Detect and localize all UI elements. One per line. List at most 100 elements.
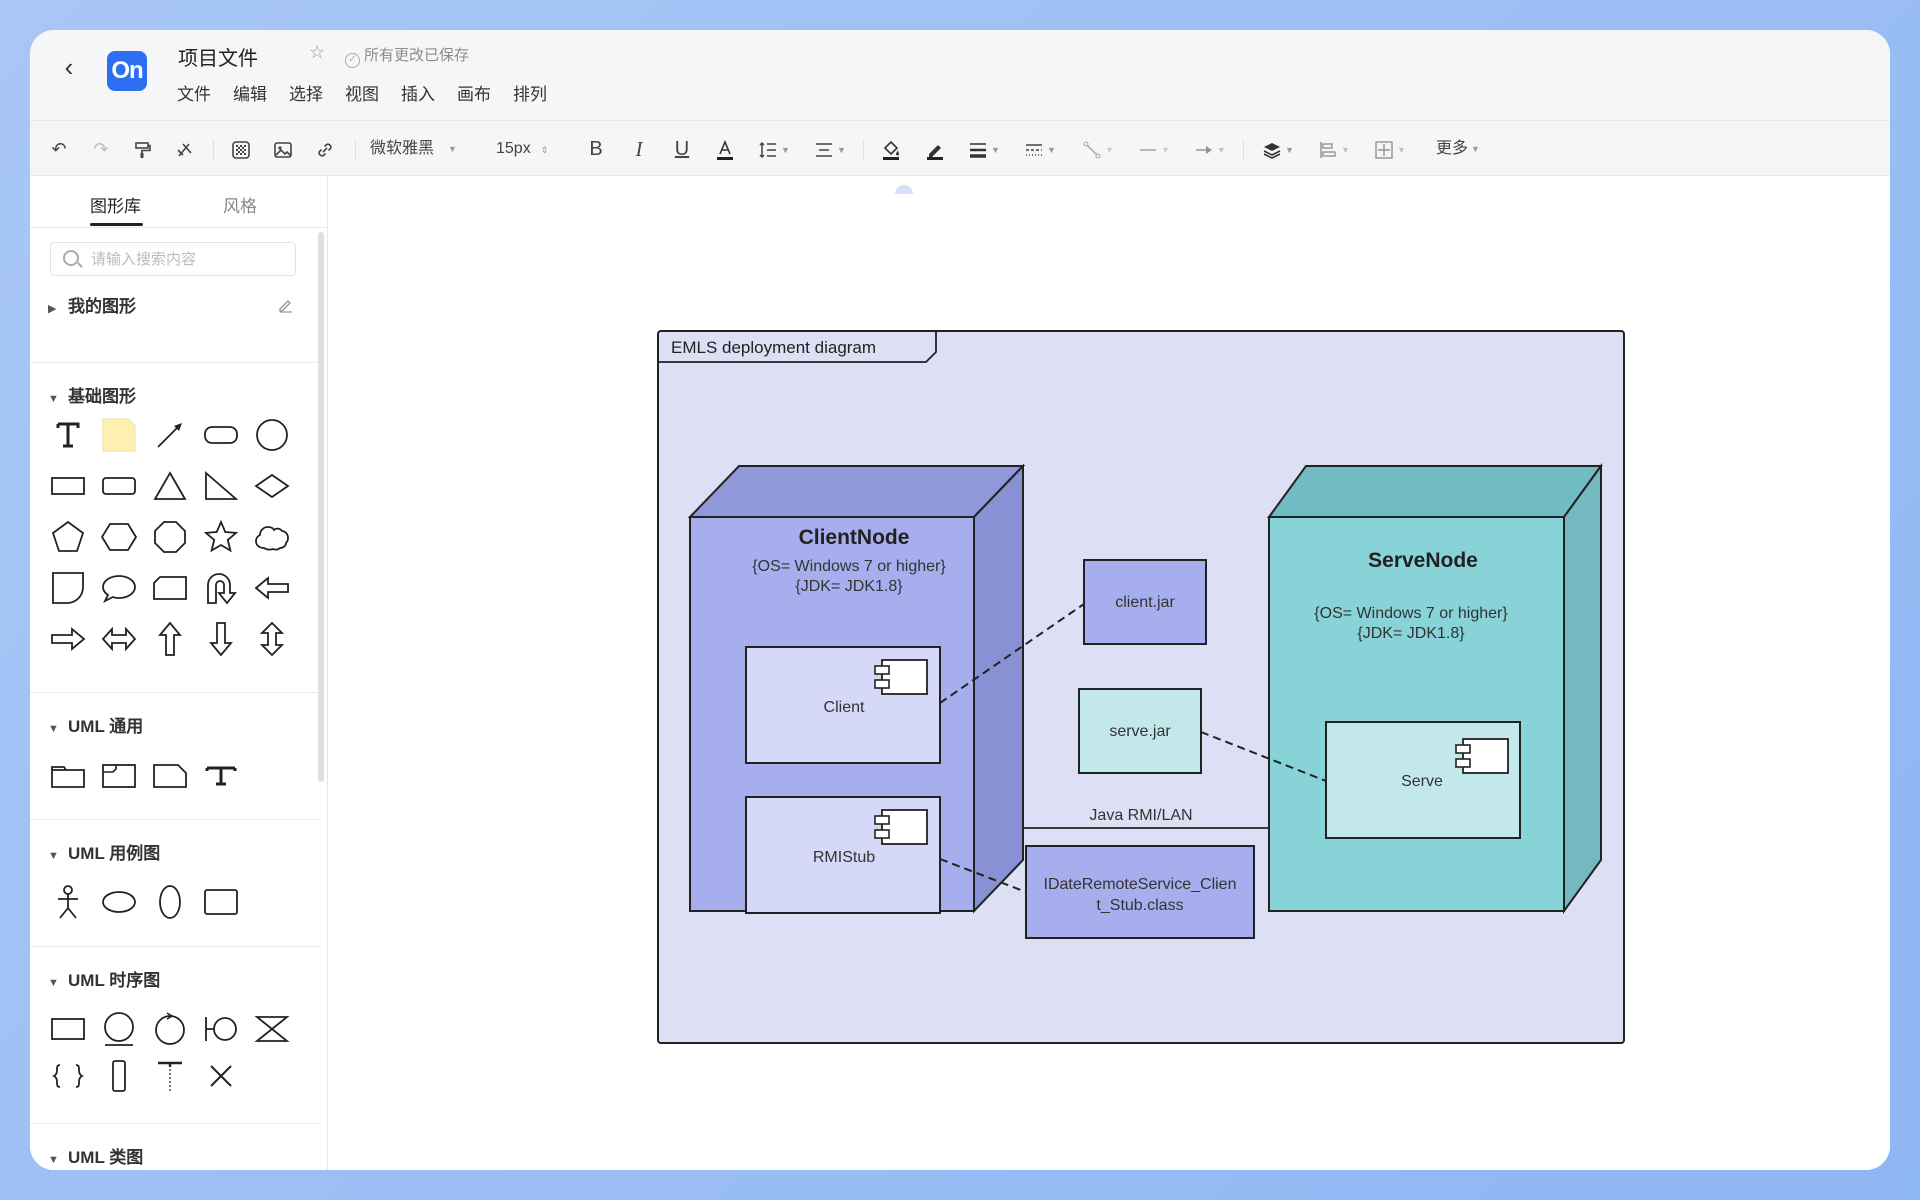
right-arrow-icon[interactable] [48, 619, 88, 659]
frame-icon[interactable] [99, 755, 139, 795]
format-painter-icon[interactable] [128, 121, 158, 177]
section-uml-class[interactable]: ▼UML 类图 [48, 1143, 143, 1168]
object-icon[interactable] [48, 1009, 88, 1049]
menu-file[interactable]: 文件 [177, 85, 211, 104]
line-start-select[interactable]: ▼ [1132, 121, 1176, 177]
layers-select[interactable]: ▼ [1256, 121, 1300, 177]
cloud-icon[interactable] [252, 517, 292, 557]
document-title[interactable]: 项目文件 [178, 48, 258, 70]
control-icon[interactable] [150, 1009, 190, 1049]
edit-icon[interactable] [276, 296, 296, 316]
up-arrow-icon[interactable] [150, 619, 190, 659]
arrow-line-icon[interactable] [150, 415, 190, 455]
font-family-select[interactable]: 微软雅黑▼ [370, 121, 470, 177]
ellipse-vertical-icon[interactable] [150, 882, 190, 922]
rect-rounded-icon[interactable] [99, 466, 139, 506]
system-boundary-icon[interactable] [201, 882, 241, 922]
undo-icon[interactable]: ↶ [51, 139, 67, 159]
fill-color-icon[interactable] [876, 121, 906, 177]
destroy-icon[interactable] [252, 1009, 292, 1049]
pentagon-icon[interactable] [48, 517, 88, 557]
tab-style[interactable]: 风格 [223, 197, 257, 216]
distribute-select[interactable]: ▼ [1368, 121, 1412, 177]
up-down-arrow-icon[interactable] [252, 619, 292, 659]
client-component[interactable] [745, 646, 941, 764]
rmistub-dependency[interactable] [939, 858, 1027, 893]
rounded-rect-icon[interactable] [201, 415, 241, 455]
client-jar-artifact[interactable] [1083, 559, 1207, 645]
octagon-icon[interactable] [150, 517, 190, 557]
u-turn-arrow-icon[interactable] [201, 568, 241, 608]
align-select[interactable]: ▼ [808, 121, 852, 177]
uml-text-icon[interactable] [201, 755, 241, 795]
line-end-select[interactable]: ▼ [1188, 121, 1232, 177]
actor-icon[interactable] [48, 882, 88, 922]
menu-arrange[interactable]: 排列 [513, 85, 547, 104]
bold-icon[interactable]: B [589, 138, 603, 160]
align-objects-select[interactable]: ▼ [1312, 121, 1356, 177]
card-icon[interactable] [150, 568, 190, 608]
use-case-icon[interactable] [99, 882, 139, 922]
section-uml-usecase[interactable]: ▼UML 用例图 [48, 839, 160, 864]
sidebar-scrollbar[interactable] [318, 232, 324, 782]
note-icon[interactable] [99, 415, 139, 455]
line-width-select[interactable]: ▼ [962, 121, 1006, 177]
menu-canvas[interactable]: 画布 [457, 85, 491, 104]
serve-dependency[interactable] [1200, 731, 1327, 782]
section-basic-shapes[interactable]: ▼基础图形 [48, 382, 136, 407]
redo-icon[interactable]: ↷ [93, 139, 109, 159]
stub-class-artifact[interactable] [1025, 845, 1255, 939]
menu-edit[interactable]: 编辑 [233, 85, 267, 104]
clear-format-icon[interactable] [170, 121, 200, 177]
tab-shape-library[interactable]: 图形库 [90, 197, 141, 216]
braces-icon[interactable] [48, 1056, 88, 1096]
drawing-canvas[interactable]: EMLS deployment diagram ClientNode {OS= … [329, 176, 1890, 1170]
client-dependency[interactable] [939, 603, 1085, 704]
serve-node[interactable] [1267, 462, 1603, 915]
section-uml-sequence[interactable]: ▼UML 时序图 [48, 966, 160, 991]
serve-component[interactable] [1325, 721, 1521, 839]
package-icon[interactable] [48, 755, 88, 795]
line-height-select[interactable]: ▼ [752, 121, 796, 177]
line-color-icon[interactable] [920, 121, 950, 177]
triangle-icon[interactable] [150, 466, 190, 506]
entity-icon[interactable] [99, 1009, 139, 1049]
font-size-stepper[interactable]: 15px⇕ [496, 121, 566, 177]
font-color-icon[interactable] [710, 121, 740, 177]
down-arrow-icon[interactable] [201, 619, 241, 659]
rectangle-icon[interactable] [48, 466, 88, 506]
note-fold-icon[interactable] [150, 755, 190, 795]
x-icon[interactable] [201, 1056, 241, 1096]
italic-icon[interactable]: I [635, 137, 643, 161]
menu-select[interactable]: 选择 [289, 85, 323, 104]
fill-pattern-icon[interactable] [226, 121, 256, 177]
star-icon[interactable] [201, 517, 241, 557]
hexagon-icon[interactable] [99, 517, 139, 557]
text-icon[interactable] [48, 415, 88, 455]
back-arrow-icon[interactable]: ‹ [64, 52, 74, 82]
right-triangle-icon[interactable] [201, 466, 241, 506]
search-input[interactable] [91, 247, 281, 271]
connector-select[interactable]: ▼ [1076, 121, 1120, 177]
lifeline-icon[interactable] [150, 1056, 190, 1096]
speech-bubble-icon[interactable] [99, 568, 139, 608]
star-icon[interactable]: ☆ [309, 42, 326, 62]
line-style-select[interactable]: ▼ [1018, 121, 1062, 177]
section-my-shapes[interactable]: ▶我的图形 [48, 292, 136, 317]
diamond-icon[interactable] [252, 466, 292, 506]
double-arrow-icon[interactable] [99, 619, 139, 659]
underline-icon[interactable]: U [674, 138, 690, 160]
tear-icon[interactable] [48, 568, 88, 608]
serve-jar-artifact[interactable] [1078, 688, 1202, 774]
circle-icon[interactable] [252, 415, 292, 455]
left-arrow-icon[interactable] [252, 568, 292, 608]
rmistub-component[interactable] [745, 796, 941, 914]
boundary-icon[interactable] [201, 1009, 241, 1049]
link-icon[interactable] [310, 121, 340, 177]
menu-insert[interactable]: 插入 [401, 85, 435, 104]
menu-view[interactable]: 视图 [345, 85, 379, 104]
section-uml-general[interactable]: ▼UML 通用 [48, 712, 143, 737]
activation-icon[interactable] [99, 1056, 139, 1096]
image-icon[interactable] [268, 121, 298, 177]
more-button[interactable]: 更多▼ [1428, 121, 1488, 177]
